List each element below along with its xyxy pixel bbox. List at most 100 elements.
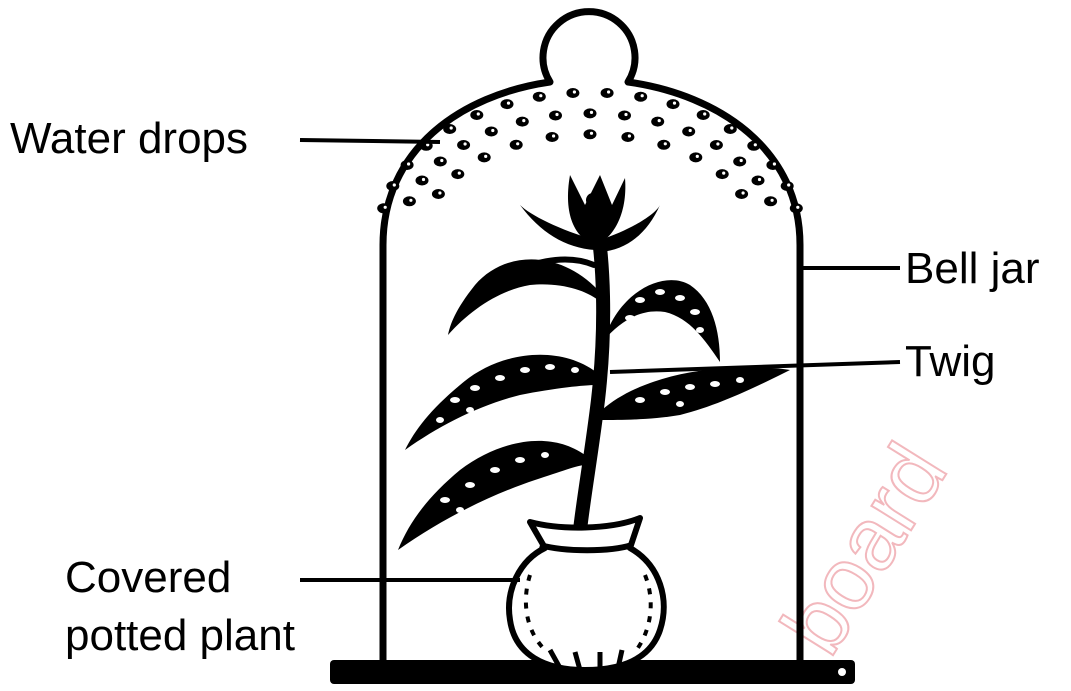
water-drop [584, 129, 597, 139]
water-drop [457, 140, 470, 150]
water-drop-highlight [624, 113, 627, 116]
label-covered: Covered [65, 553, 231, 602]
water-drop-highlight [393, 183, 396, 186]
water-drop [377, 203, 390, 213]
water-drop [657, 140, 670, 150]
label-twig: Twig [905, 337, 995, 386]
water-drop-highlight [689, 129, 692, 132]
water-drop-highlight [722, 172, 725, 175]
water-drop [566, 88, 579, 98]
water-drop [752, 176, 765, 186]
water-drop-highlight [641, 94, 644, 97]
water-drop [747, 141, 760, 151]
water-drop [516, 117, 529, 127]
watermark: board [762, 427, 965, 670]
water-drop [549, 111, 562, 121]
water-drop-highlight [555, 113, 558, 116]
water-drop [764, 196, 777, 206]
water-drop-highlight [771, 199, 774, 202]
water-drop [621, 132, 634, 142]
water-drop [790, 203, 803, 213]
water-drop [416, 176, 429, 186]
leaf [405, 355, 596, 450]
water-drop-highlight [409, 199, 412, 202]
water-drop [716, 169, 729, 179]
covered-pot [509, 518, 664, 670]
water-drop [432, 189, 445, 199]
water-drop-highlight [450, 126, 453, 129]
water-drop [634, 92, 647, 102]
plant-twig [398, 175, 790, 550]
leaf [602, 368, 790, 420]
water-drop [510, 140, 523, 150]
water-drop [470, 110, 483, 120]
water-drop-highlight [477, 112, 480, 115]
water-drop-highlight [703, 112, 706, 115]
water-drop [766, 160, 779, 170]
water-drop [710, 140, 723, 150]
water-drop [501, 99, 514, 109]
water-drop-highlight [438, 191, 441, 194]
water-drop [403, 196, 416, 206]
water-drop [689, 152, 702, 162]
water-drop [546, 132, 559, 142]
water-drop [735, 189, 748, 199]
water-drop [733, 157, 746, 167]
water-drop [781, 181, 794, 191]
water-drop [601, 88, 614, 98]
water-drop-highlight [507, 102, 510, 105]
leaf [448, 259, 598, 335]
water-drop [724, 124, 737, 134]
water-drop-highlight [384, 206, 387, 209]
water-drop-highlight [484, 155, 487, 158]
water-drop-highlight [440, 159, 443, 162]
water-drop [401, 160, 414, 170]
water-drop-highlight [573, 90, 576, 93]
water-drop-highlight [491, 129, 494, 132]
water-drop-highlight [590, 132, 593, 135]
water-drop [533, 92, 546, 102]
water-drop-highlight [773, 162, 776, 165]
water-drop-highlight [658, 119, 661, 122]
water-drop [451, 169, 464, 179]
label-water-drops: Water drops [10, 114, 248, 163]
water-drop [667, 99, 680, 109]
water-drop-highlight [628, 134, 631, 137]
water-drop-highlight [516, 142, 519, 145]
water-drop-highlight [754, 143, 757, 146]
water-drop-highlight [422, 178, 425, 181]
water-drop-highlight [590, 111, 593, 114]
water-drop [584, 108, 597, 118]
water-drop-highlight [539, 94, 542, 97]
water-drop-highlight [522, 119, 525, 122]
label-potted-plant: potted plant [65, 611, 295, 660]
water-drop-highlight [758, 178, 761, 181]
water-drop-highlight [742, 191, 745, 194]
water-drop-highlight [552, 134, 555, 137]
water-drop-highlight [673, 102, 676, 105]
water-drop [618, 111, 631, 121]
water-drop-highlight [664, 142, 667, 145]
water-drop-highlight [607, 90, 610, 93]
water-drop-highlight [740, 159, 743, 162]
label-bell-jar: Bell jar [905, 244, 1040, 293]
water-drop [682, 127, 695, 137]
water-drop-highlight [730, 126, 733, 129]
water-drop [478, 152, 491, 162]
water-drop-highlight [696, 155, 699, 158]
water-drop-highlight [464, 142, 467, 145]
water-drop-highlight [458, 172, 461, 175]
water-drop-highlight [716, 142, 719, 145]
water-drop [443, 124, 456, 134]
water-drop [485, 127, 498, 137]
water-drop [386, 181, 399, 191]
water-drop-highlight [407, 162, 410, 165]
water-drop [434, 157, 447, 167]
water-drop-highlight [787, 183, 790, 186]
water-drop-highlight [796, 206, 799, 209]
svg-text:board: board [762, 427, 965, 670]
water-drop [651, 117, 664, 127]
water-drop [697, 110, 710, 120]
water-drops-leader [300, 140, 440, 142]
